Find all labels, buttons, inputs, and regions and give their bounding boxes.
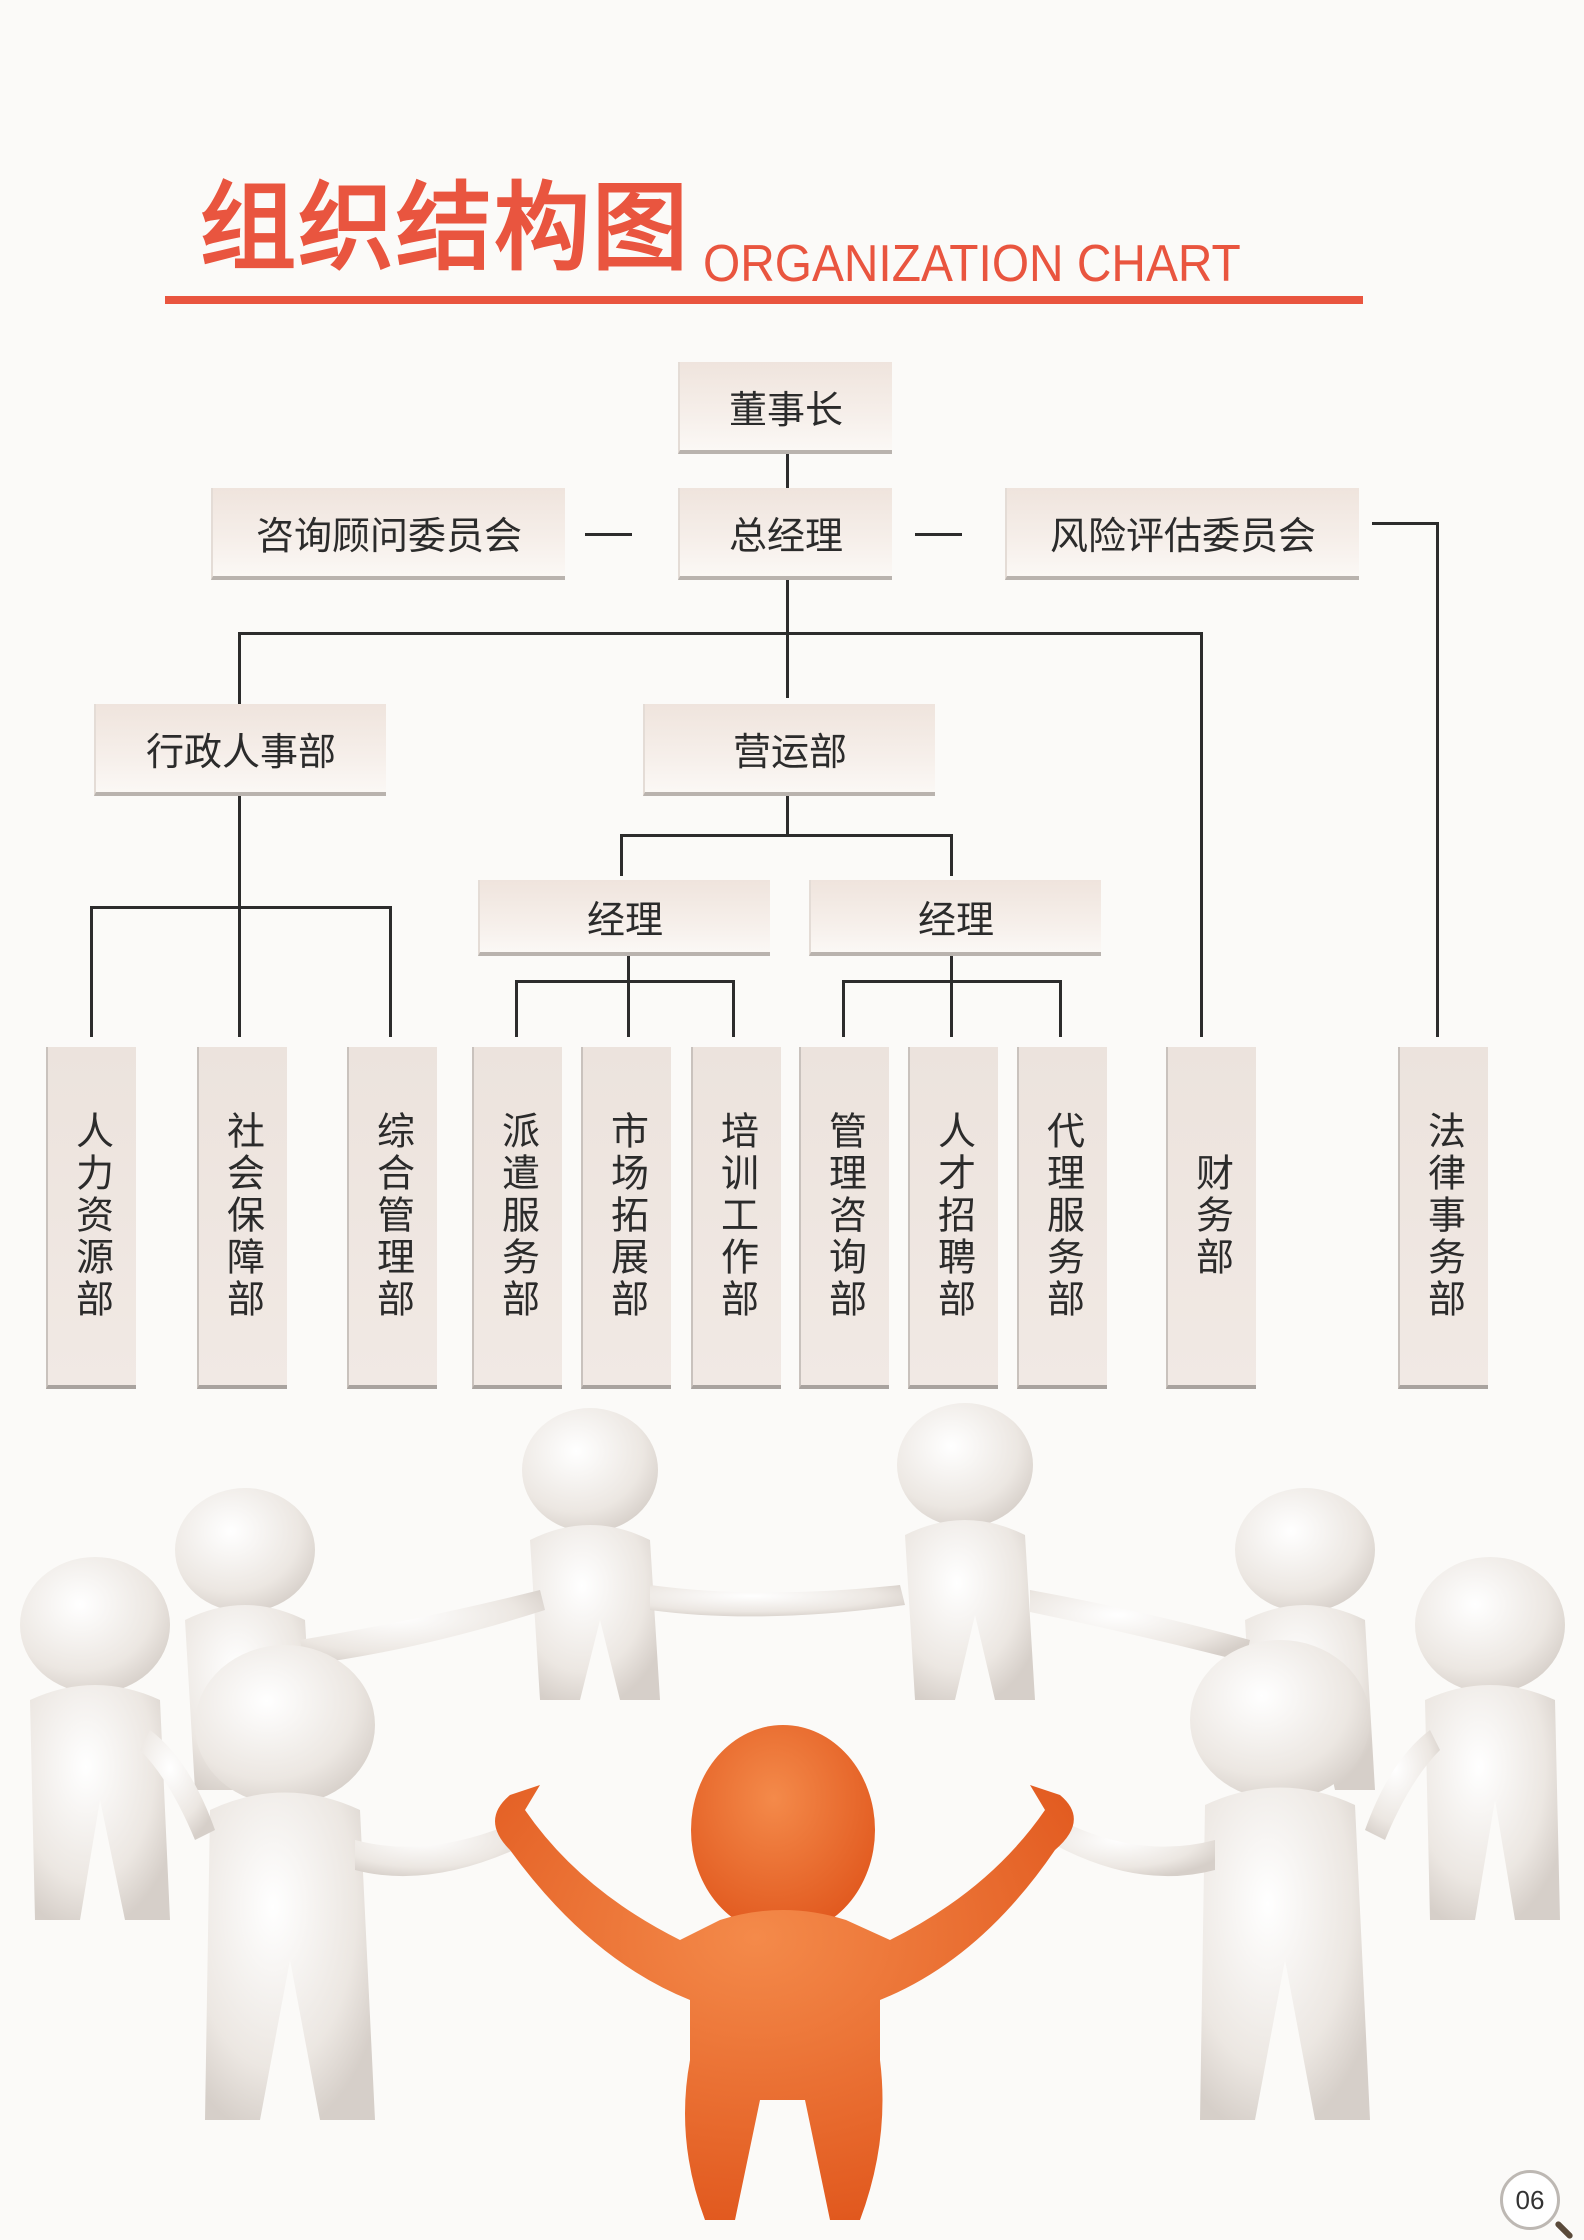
dept-label: 综合管理部	[370, 1111, 415, 1321]
dept-legal-affairs: 法律事务部	[1398, 1047, 1488, 1389]
node-label: 经理	[917, 897, 994, 942]
connector-line	[620, 834, 953, 837]
connector-line	[842, 980, 845, 1037]
dept-agency-service: 代理服务部	[1017, 1047, 1107, 1389]
dept-label: 派遣服务部	[495, 1111, 540, 1321]
dept-label: 法律事务部	[1421, 1111, 1466, 1321]
node-general-manager: 总经理	[678, 488, 892, 580]
dept-training: 培训工作部	[691, 1047, 781, 1389]
connector-line	[515, 980, 735, 983]
connector-line	[786, 578, 789, 698]
node-admin-hr: 行政人事部	[94, 704, 386, 796]
page-number-badge: 06	[1500, 2170, 1560, 2230]
node-label: 咨询顾问委员会	[255, 513, 522, 558]
connector-line	[585, 533, 632, 536]
connector-line	[90, 906, 392, 909]
connector-line	[732, 980, 735, 1037]
connector-line	[620, 834, 623, 876]
connector-line	[1372, 522, 1439, 525]
node-label: 风险评估委员会	[1049, 513, 1316, 558]
connector-line	[950, 834, 953, 876]
connector-line	[950, 955, 953, 1037]
team-circle-illustration	[20, 1403, 1565, 2220]
dept-label: 人才招聘部	[931, 1111, 976, 1321]
dept-hr-resources: 人力资源部	[46, 1047, 136, 1389]
connector-line	[238, 632, 1203, 635]
dept-label: 人力资源部	[69, 1111, 114, 1321]
node-operations: 营运部	[643, 704, 935, 796]
dept-label: 市场拓展部	[604, 1111, 649, 1321]
page-number: 06	[1515, 2184, 1545, 2215]
node-label: 董事长	[728, 387, 843, 432]
node-manager-b: 经理	[809, 880, 1101, 956]
dept-talent-recruitment: 人才招聘部	[908, 1047, 998, 1389]
node-label: 总经理	[728, 513, 843, 558]
dept-label: 管理咨询部	[822, 1111, 867, 1321]
dept-finance: 财务部	[1166, 1047, 1256, 1389]
title-chinese: 组织结构图	[200, 171, 690, 284]
connector-line	[90, 906, 93, 1037]
connector-line	[1059, 980, 1062, 1037]
connector-line	[1436, 522, 1439, 1037]
dept-dispatch-service: 派遣服务部	[472, 1047, 562, 1389]
dept-social-security: 社会保障部	[197, 1047, 287, 1389]
connector-line	[842, 980, 1062, 983]
node-risk-committee: 风险评估委员会	[1005, 488, 1359, 580]
connector-line	[238, 796, 241, 1037]
connector-line	[1200, 632, 1203, 1037]
node-advisory-committee: 咨询顾问委员会	[211, 488, 565, 580]
node-chairman: 董事长	[678, 362, 892, 454]
orange-leader-figure	[495, 1725, 1074, 2220]
dept-label: 代理服务部	[1040, 1111, 1085, 1321]
connector-line	[238, 632, 241, 704]
node-label: 行政人事部	[145, 729, 336, 774]
connector-line	[627, 955, 630, 1037]
dept-general-management: 综合管理部	[347, 1047, 437, 1389]
node-label: 经理	[586, 897, 663, 942]
connector-line	[786, 452, 789, 490]
connector-line	[515, 980, 518, 1037]
title-english: ORGANIZATION CHART	[703, 235, 1241, 293]
connector-line	[786, 796, 789, 836]
dept-market-expansion: 市场拓展部	[581, 1047, 671, 1389]
dept-management-consulting: 管理咨询部	[799, 1047, 889, 1389]
white-figures	[20, 1403, 1565, 2120]
title-underline	[165, 296, 1363, 304]
dept-label: 财务部	[1189, 1153, 1234, 1279]
connector-line	[915, 533, 962, 536]
connector-line	[389, 906, 392, 1037]
dept-label: 培训工作部	[714, 1111, 759, 1321]
node-manager-a: 经理	[478, 880, 770, 956]
node-label: 营运部	[732, 729, 847, 774]
dept-label: 社会保障部	[220, 1111, 265, 1321]
